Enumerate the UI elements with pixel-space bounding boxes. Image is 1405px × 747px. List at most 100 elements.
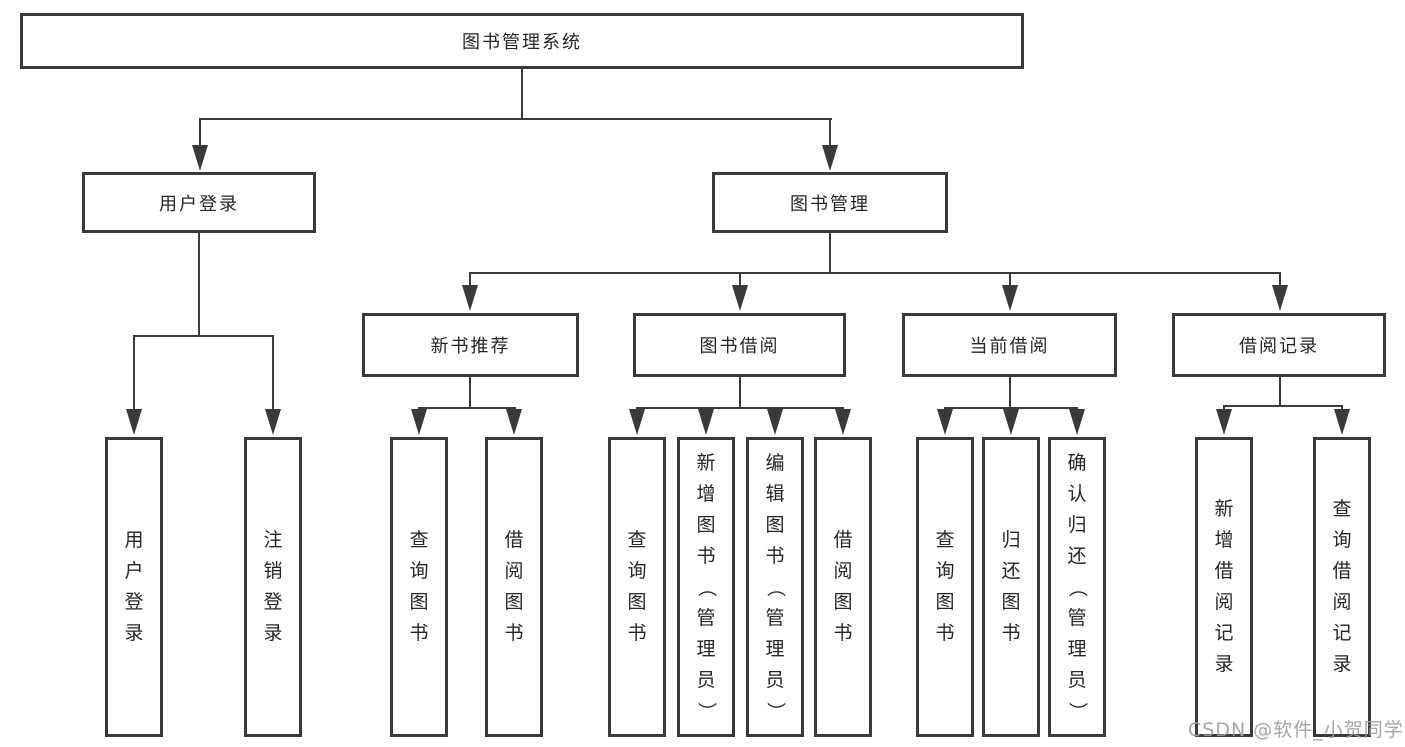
node-label-char: 理	[696, 637, 716, 660]
node-label-char: 还	[1067, 544, 1087, 567]
node-label: 当前借阅	[969, 336, 1050, 357]
connector-arrowhead-icon	[265, 409, 281, 435]
node-user-login-group: 用户登录	[82, 172, 316, 233]
node-label-char: 录	[1214, 653, 1234, 675]
connector-line	[1279, 272, 1281, 288]
node-label-char: 图	[833, 591, 853, 613]
node-label-char: 编	[765, 451, 785, 474]
connector-line	[199, 118, 832, 120]
node-label-char: 书	[833, 622, 853, 644]
node-label-char: （	[1066, 577, 1089, 597]
node-label-char: 录	[124, 622, 144, 644]
node-label-char: 书	[504, 622, 524, 644]
node-label-char: 查	[627, 529, 647, 551]
connector-arrowhead-icon	[1216, 409, 1232, 435]
node-label-char: 图	[504, 591, 524, 613]
node-label-char: 理	[1067, 637, 1087, 660]
connector-line	[636, 407, 844, 409]
connector-line	[739, 272, 741, 288]
node-label-char: 注	[263, 529, 283, 551]
node-label-char: 阅	[833, 560, 853, 582]
node-label-char: 阅	[1332, 591, 1352, 613]
node-label-char: 图	[935, 591, 955, 613]
node-label: 借阅记录	[1239, 336, 1319, 357]
node-label-char: 借	[1332, 560, 1352, 582]
connector-arrowhead-icon	[767, 409, 783, 435]
node-label-char: 图	[627, 591, 647, 613]
node-label-char: 书	[935, 622, 955, 644]
connector-arrowhead-icon	[1334, 409, 1350, 435]
connector-line	[739, 377, 741, 408]
node-label-char: 归	[1067, 513, 1087, 536]
node-label-char: 借	[833, 529, 853, 551]
node-label-char: 图	[765, 513, 785, 536]
node-leaf-borrow-books-1: 借阅图书	[485, 437, 543, 737]
connector-arrowhead-icon	[937, 409, 953, 435]
node-leaf-borrow-books-2: 借阅图书	[814, 437, 872, 737]
node-label-char: 认	[1067, 482, 1087, 505]
connector-line	[133, 335, 135, 411]
node-label-char: 登	[124, 591, 144, 613]
node-label: 新书推荐	[430, 336, 511, 357]
node-label: 图书管理系统	[462, 32, 582, 53]
node-leaf-query-books-2: 查询图书	[608, 437, 666, 737]
node-label-char: ）	[764, 701, 787, 721]
connector-line	[469, 272, 471, 288]
node-label-char: 理	[765, 637, 785, 660]
connector-line	[1009, 272, 1011, 288]
connector-line	[469, 377, 471, 408]
node-label-char: 管	[1067, 606, 1087, 629]
connector-line	[199, 118, 201, 148]
node-label-char: 管	[765, 606, 785, 629]
node-label-char: 新	[696, 451, 716, 474]
node-label-char: 确	[1067, 451, 1087, 474]
connector-arrowhead-icon	[192, 145, 208, 171]
node-label-char: （	[695, 577, 718, 597]
node-label-char: 询	[1332, 529, 1352, 551]
connector-line	[418, 407, 516, 409]
node-book-borrow: 图书借阅	[633, 313, 846, 377]
node-leaf-query-books-1: 查询图书	[390, 437, 448, 737]
connector-line	[1279, 377, 1281, 406]
node-label-char: 书	[696, 544, 716, 567]
connector-line	[1223, 405, 1343, 407]
node-label-char: 管	[696, 606, 716, 629]
connector-line	[521, 69, 523, 118]
connector-line	[1009, 377, 1011, 408]
node-label-char: 还	[1001, 560, 1021, 582]
connector-arrowhead-icon	[1003, 409, 1019, 435]
node-leaf-logout: 注销登录	[244, 437, 302, 737]
node-label-char: 借	[1214, 560, 1234, 582]
connector-arrowhead-icon	[835, 409, 851, 435]
connector-arrowhead-icon	[1272, 285, 1288, 311]
node-label-char: ）	[1066, 701, 1089, 721]
connector-line	[133, 335, 274, 337]
node-book-mgmt-group: 图书管理	[712, 172, 948, 233]
node-label-char: 录	[1332, 653, 1352, 675]
node-label-char: 书	[409, 622, 429, 644]
node-label-char: 书	[627, 622, 647, 644]
connector-line	[829, 233, 831, 273]
node-leaf-add-borrow-record: 新增借阅记录	[1195, 437, 1253, 737]
node-leaf-edit-book: 编辑图书（管理员）	[746, 437, 804, 737]
csdn-watermark: CSDN @软件_小贺同学	[1188, 719, 1404, 741]
node-label-char: 图	[1001, 591, 1021, 613]
node-label-char: 阅	[504, 560, 524, 582]
node-label-char: 增	[1214, 529, 1234, 551]
connector-arrowhead-icon	[462, 285, 478, 311]
connector-line	[198, 233, 200, 337]
connector-arrowhead-icon	[698, 409, 714, 435]
node-leaf-confirm-return: 确认归还（管理员）	[1048, 437, 1106, 737]
node-label-char: 借	[504, 529, 524, 551]
node-label-char: 员	[696, 668, 716, 691]
node-label-char: 查	[409, 529, 429, 551]
node-label-char: 记	[1332, 622, 1352, 644]
node-label-char: 图	[696, 513, 716, 536]
node-label-char: 登	[263, 591, 283, 613]
node-label-char: 增	[696, 482, 716, 505]
node-label-char: 辑	[765, 482, 785, 505]
node-label-char: 询	[627, 560, 647, 582]
node-label-char: 员	[765, 668, 785, 691]
node-label: 图书借阅	[699, 336, 780, 357]
node-current-borrow: 当前借阅	[902, 313, 1117, 377]
